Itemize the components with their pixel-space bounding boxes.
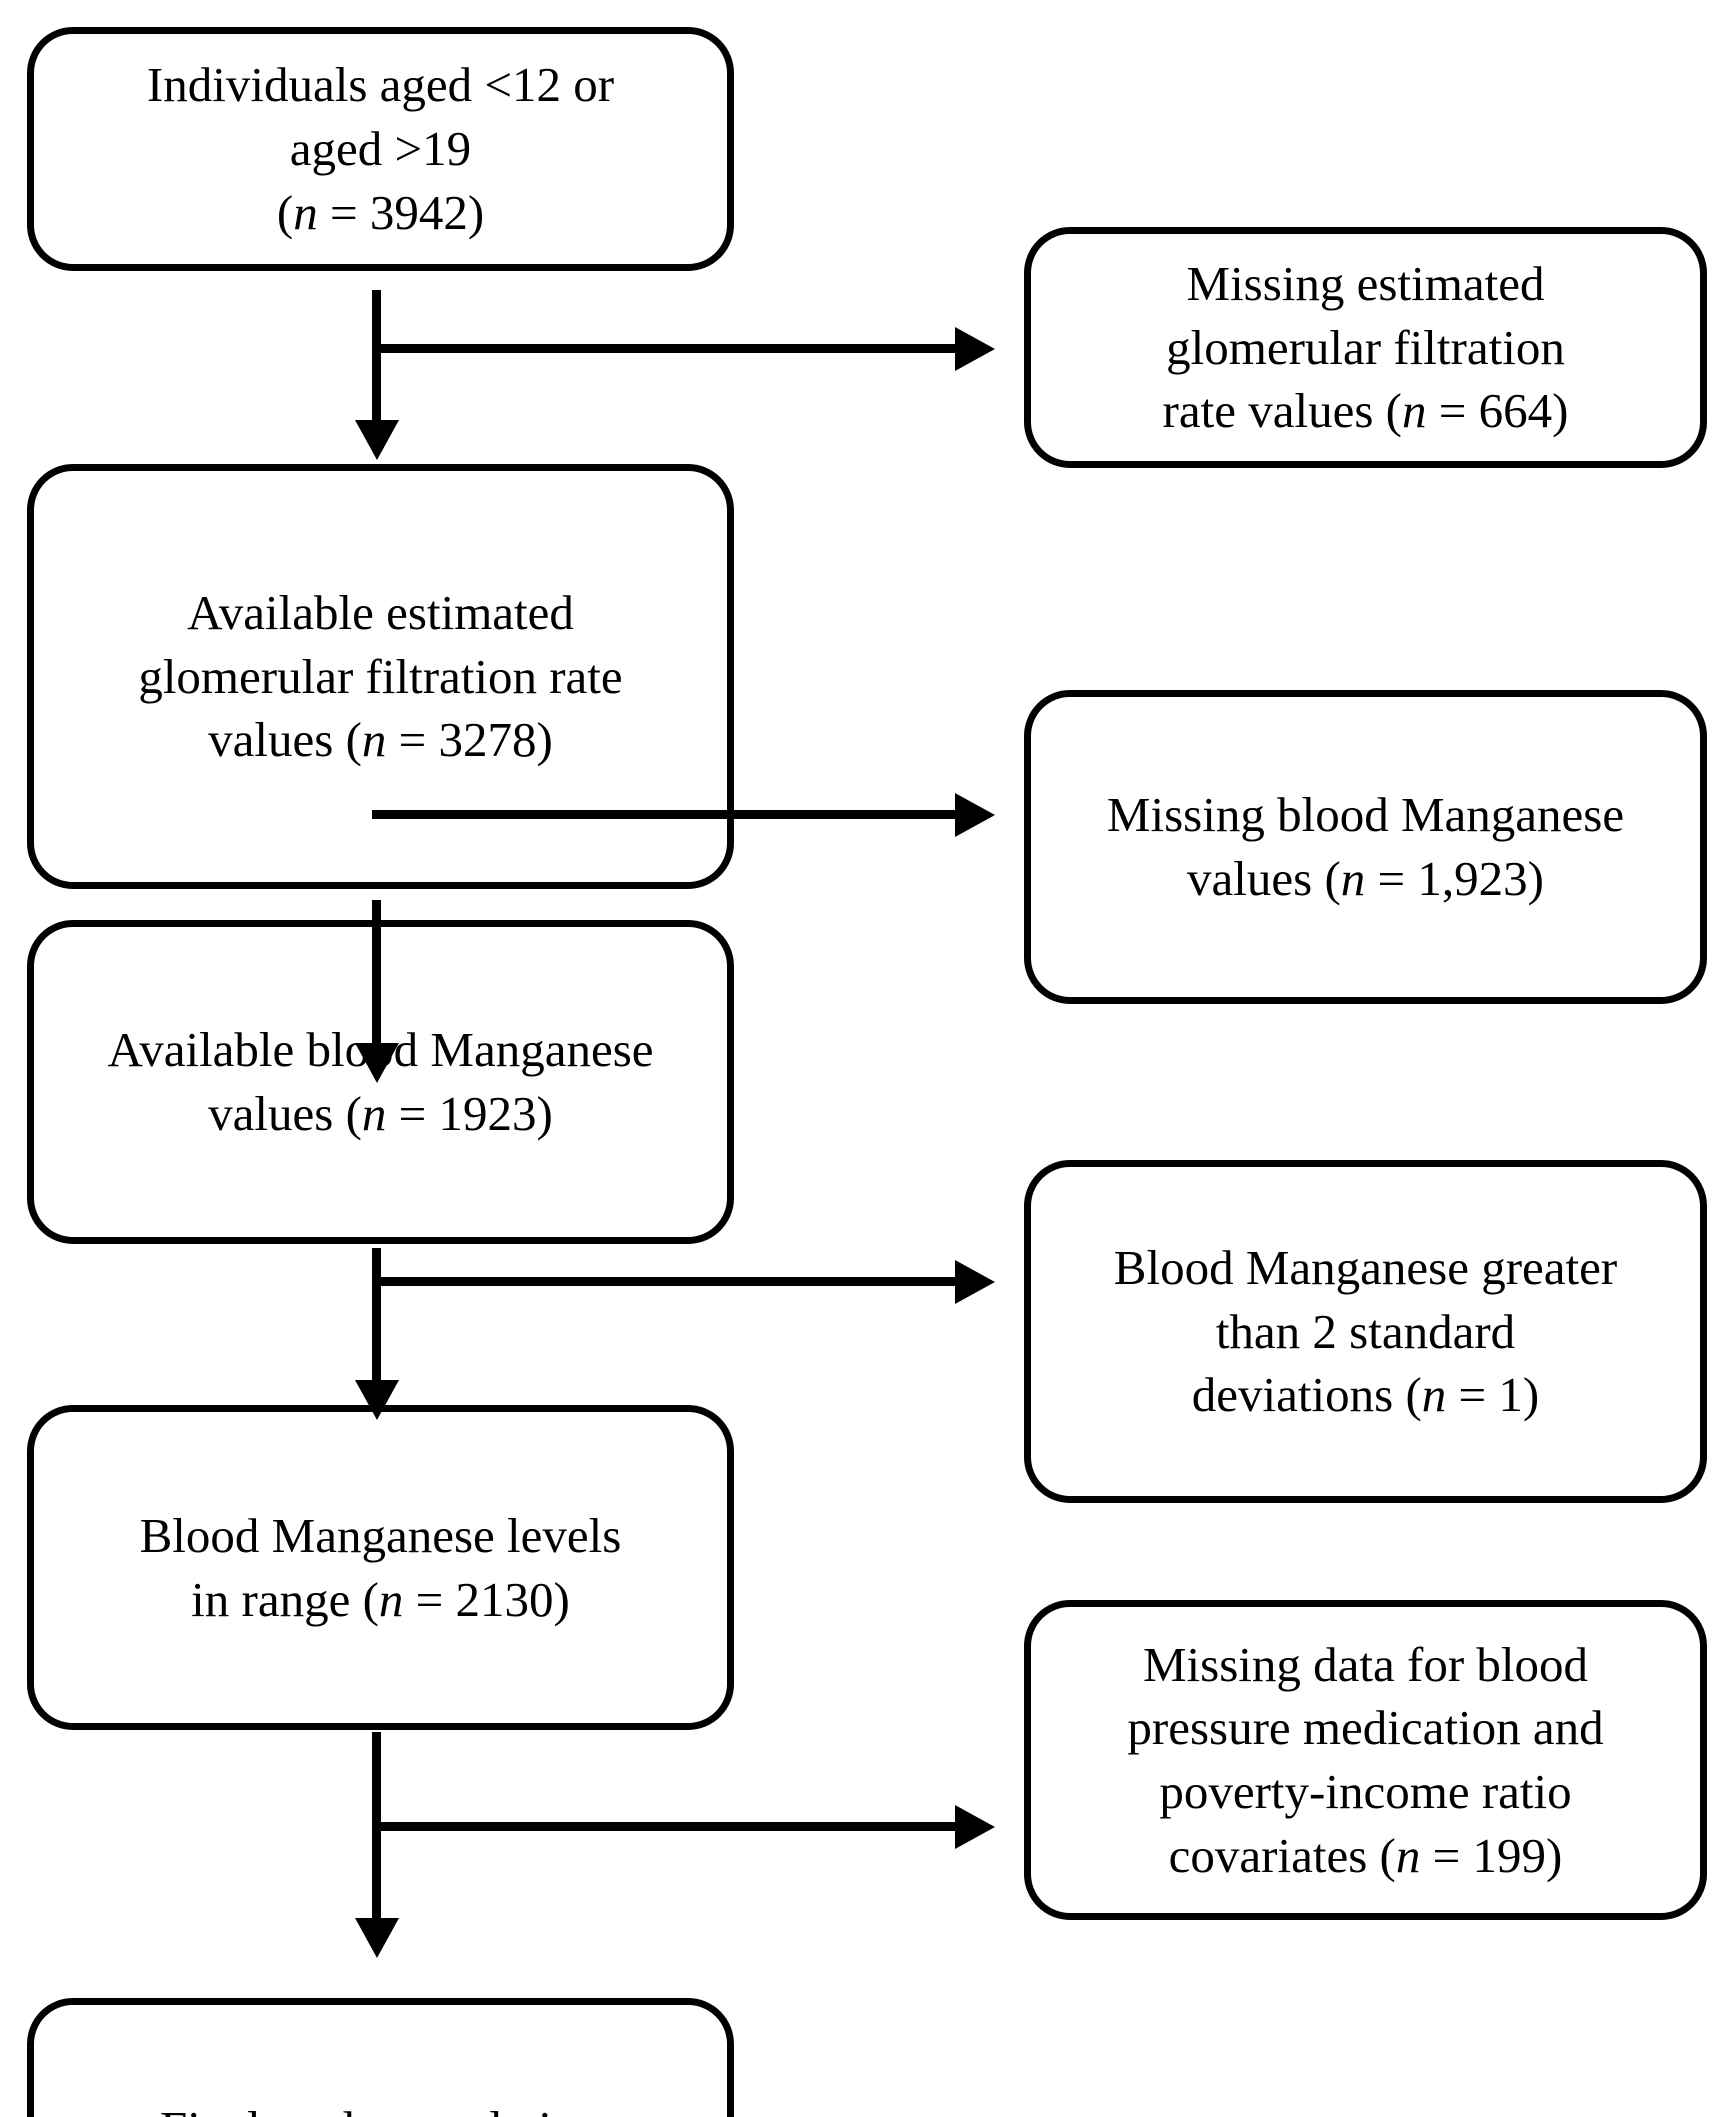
connector-vertical-1 xyxy=(372,290,381,424)
connector-arrowhead-right-2 xyxy=(955,793,995,837)
connector-horizontal-1 xyxy=(372,344,958,353)
connector-arrowhead-right-1 xyxy=(955,327,995,371)
connector-vertical-3 xyxy=(372,1248,381,1398)
connector-arrowhead-down-1 xyxy=(355,420,399,460)
flow-node-included-step-5: Final study population(n = 1932) xyxy=(27,1998,734,2117)
connector-horizontal-2 xyxy=(372,810,958,819)
flow-node-label: Final study population(n = 1932) xyxy=(134,2097,627,2117)
connector-arrowhead-right-3 xyxy=(955,1260,995,1304)
connector-horizontal-3 xyxy=(372,1277,958,1286)
connector-vertical-2 xyxy=(372,900,381,1047)
connector-arrowhead-down-4 xyxy=(355,1918,399,1958)
connector-arrowhead-down-2 xyxy=(355,1043,399,1083)
connector-arrowhead-down-3 xyxy=(355,1380,399,1420)
connector-horizontal-4 xyxy=(372,1822,958,1831)
connector-arrowhead-right-4 xyxy=(955,1805,995,1849)
